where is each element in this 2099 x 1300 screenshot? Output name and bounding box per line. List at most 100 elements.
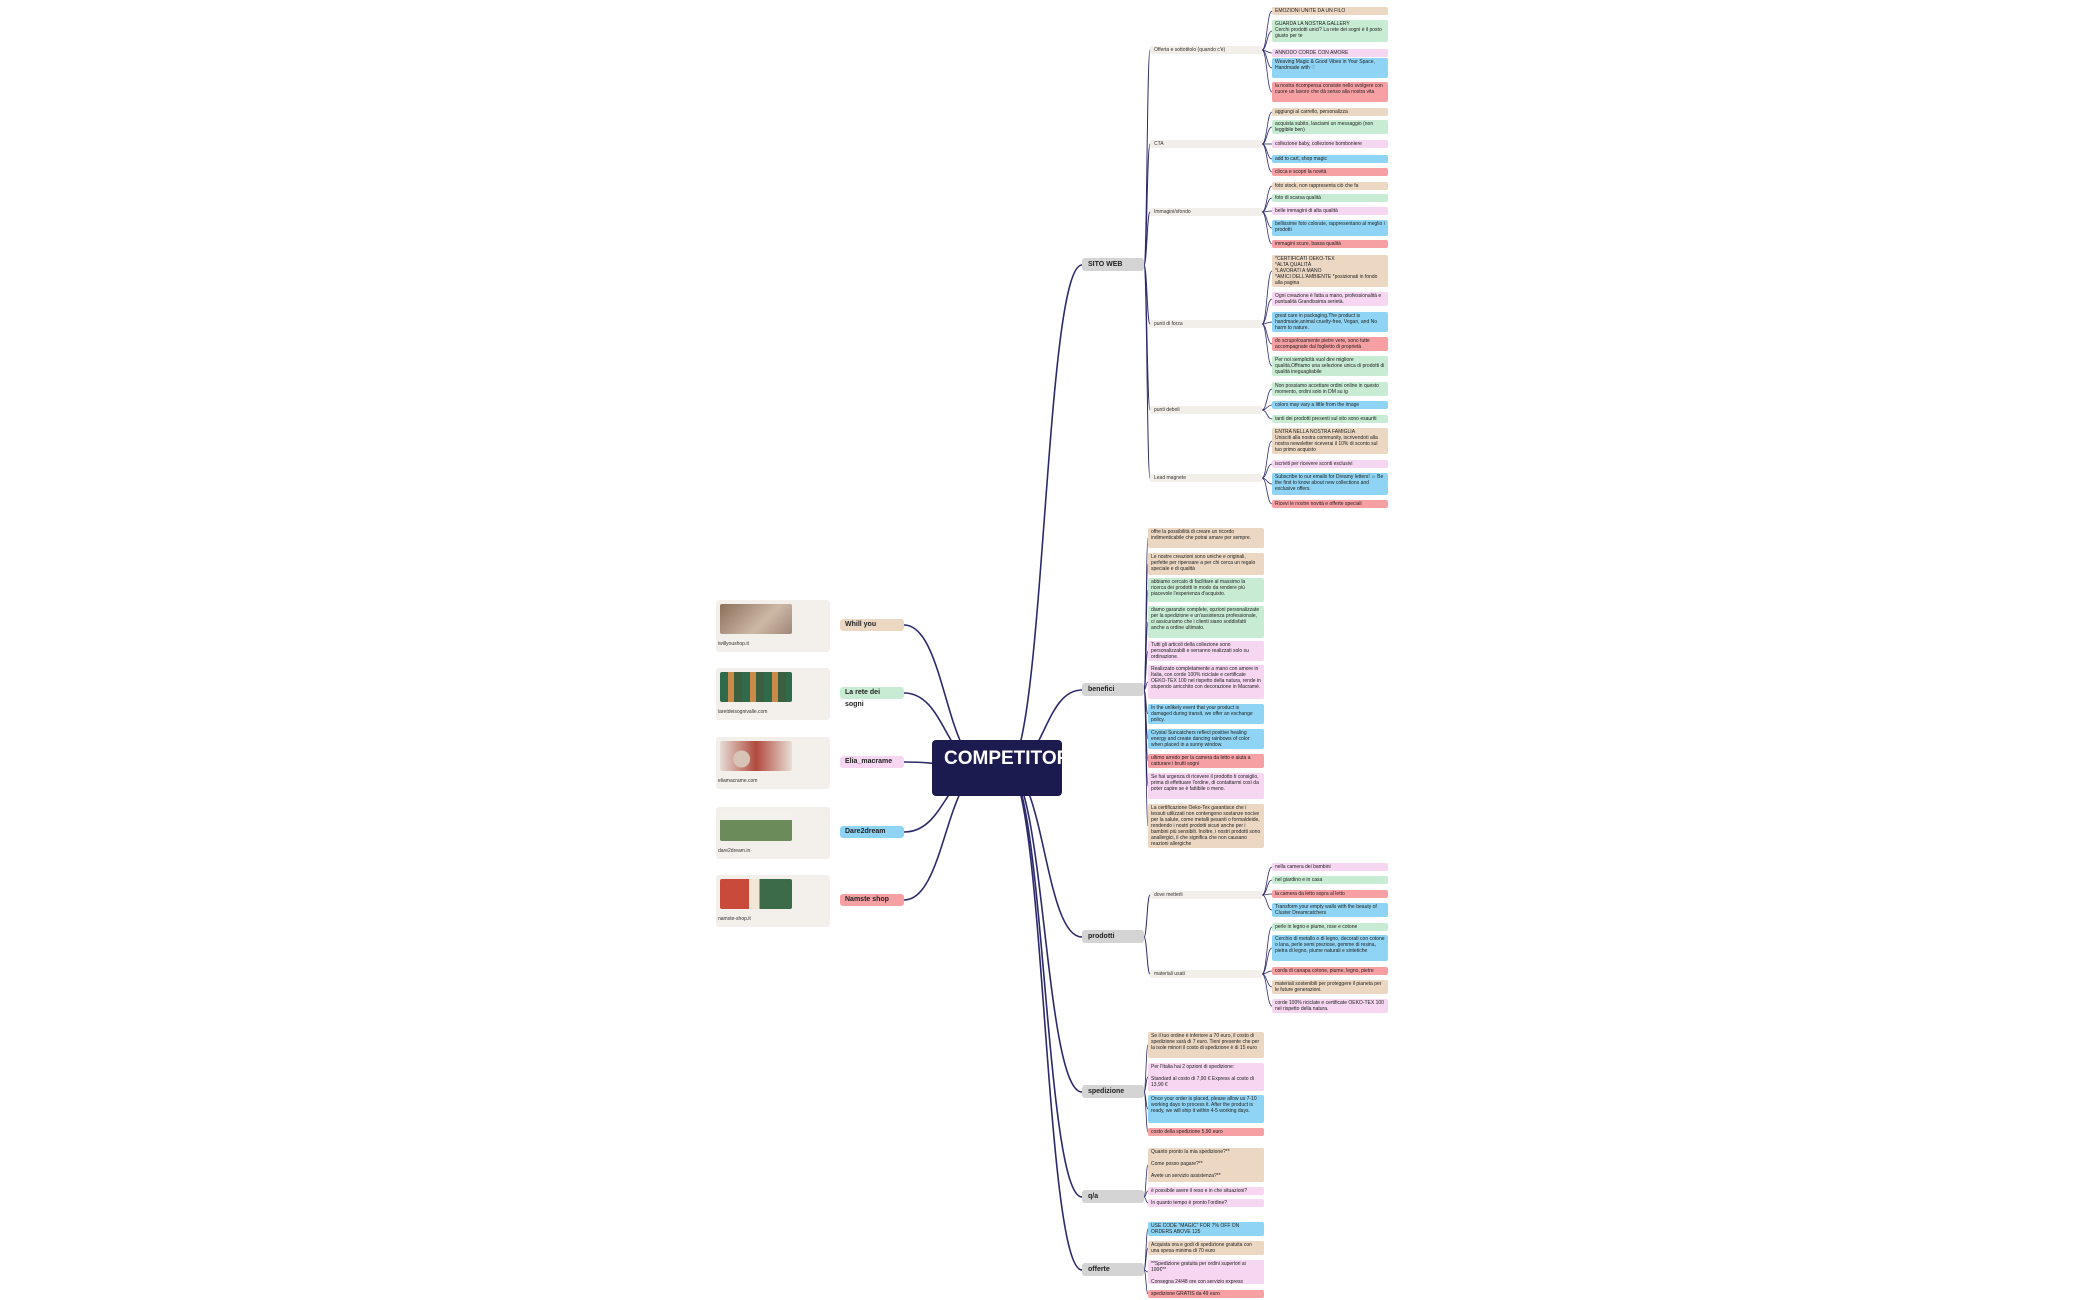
- leaf-note: ENTRA NELLA NOSTRA FAMIGLIA Unisciti all…: [1272, 428, 1388, 454]
- competitor-url[interactable]: eliamacrame.com: [718, 778, 758, 784]
- leaf-note: add to cart, shop magic: [1272, 155, 1388, 163]
- leaf-note: do scrupolosamente pietre vere, sono tut…: [1272, 337, 1388, 351]
- sub-topic: punti deboli: [1150, 406, 1262, 414]
- competitor-card: eliamacrame.com: [716, 737, 830, 789]
- leaf-note: *CERTIFICATI OEKO-TEX *ALTA QUALITÀ *LAV…: [1272, 255, 1388, 287]
- edge-sub-leaf: [1261, 270, 1273, 325]
- branch-prodotti: prodotti: [1082, 930, 1144, 943]
- edge-branch-sub: [1143, 894, 1151, 938]
- branch-sito-web: SITO WEB: [1082, 258, 1144, 271]
- leaf-note: In quanto tempo è pronto l'ordine?: [1148, 1199, 1264, 1207]
- leaf-note: clicca e scopri la novità: [1272, 168, 1388, 176]
- competitor-url[interactable]: dare2dream.in: [718, 848, 751, 854]
- edge-sub-leaf: [1261, 211, 1273, 245]
- website-screenshot: [720, 672, 792, 702]
- leaf-note: Tutti gli articoli della collezione sono…: [1148, 641, 1264, 661]
- website-screenshot: [720, 811, 792, 841]
- leaf-note: Realizzato completamente a mano con amor…: [1148, 665, 1264, 699]
- edge-sub-leaf: [1261, 894, 1273, 911]
- edge-sub-leaf: [1261, 323, 1273, 367]
- leaf-note: tanti dei prodotti presenti sul sito son…: [1272, 415, 1388, 423]
- leaf-note: corda di canapa cotone, piume, legno, pi…: [1272, 967, 1388, 975]
- sub-topic: Lead magnete: [1150, 474, 1262, 482]
- leaf-note: la nostra ricompensa consiste nello svol…: [1272, 82, 1388, 102]
- competitor-name: Elia_macrame: [840, 756, 904, 768]
- edge-branch-sub: [1143, 264, 1151, 325]
- edge-branch-sub: [1143, 264, 1151, 479]
- edge-sub-leaf: [1261, 10, 1273, 51]
- competitor-name: Dare2dream: [840, 826, 904, 838]
- edge-sub-leaf: [1261, 973, 1273, 1007]
- leaf-note: perle in legno e piume, rose e cotone: [1272, 923, 1388, 931]
- leaf-note: ANNODO CORDE CON AMORE: [1272, 49, 1388, 57]
- edge-sub-leaf: [1261, 111, 1273, 145]
- leaf-note: corde 100% riciclate e certificate OEKO-…: [1272, 999, 1388, 1013]
- edge-branch-leaf: [1143, 1044, 1149, 1093]
- leaf-note: Once your order is placed, please allow …: [1148, 1095, 1264, 1123]
- leaf-note: Crystal Suncatchers reflect positive hea…: [1148, 729, 1264, 749]
- leaf-note: collezione baby, collezione bomboniere: [1272, 140, 1388, 148]
- sub-topic: materiali usati: [1150, 970, 1262, 978]
- root-node: COMPETITORS: [932, 740, 1083, 796]
- website-screenshot: [720, 879, 792, 909]
- edge-sub-leaf: [1261, 49, 1273, 93]
- edge-sub-leaf: [1261, 477, 1273, 505]
- leaf-note: offre la possibilità di creare un ricord…: [1148, 528, 1264, 548]
- edge-branch-leaf: [1143, 1247, 1149, 1271]
- competitor-name: Whill you: [840, 619, 904, 631]
- leaf-note: immagini scure, bassa qualità: [1272, 240, 1388, 248]
- edge-branch-leaf: [1143, 1196, 1149, 1204]
- leaf-note: Transform your empty walls with the beau…: [1272, 903, 1388, 917]
- leaf-note: nella camera dei bambini: [1272, 863, 1388, 871]
- edge-branch-leaf: [1143, 650, 1149, 691]
- leaf-note: ultimo arredo per la camera da letto e a…: [1148, 754, 1264, 768]
- leaf-note: Se hai urgenza di ricevere il prodotto t…: [1148, 773, 1264, 799]
- competitor-url[interactable]: iwillyoushop.it: [718, 641, 749, 647]
- competitor-name: La rete dei sogni: [840, 687, 904, 708]
- leaf-note: Ricevi le nostre novità e offerte specia…: [1272, 500, 1388, 508]
- leaf-note: aggiungi al carrello, personalizza: [1272, 108, 1388, 116]
- edge-sub-leaf: [1261, 126, 1273, 145]
- competitor-card: iwillyoushop.it: [716, 600, 830, 652]
- edge-sub-leaf: [1261, 388, 1273, 411]
- leaf-note: Per noi semplicità vuol dire migliore qu…: [1272, 356, 1388, 376]
- leaf-note: great care in packaging.The product is h…: [1272, 312, 1388, 332]
- edge-sub-leaf: [1261, 879, 1273, 896]
- competitor-url[interactable]: laretdeisognivalle.com: [718, 709, 768, 715]
- sub-topic: CTA: [1150, 140, 1262, 148]
- leaf-note: diamo garanzie complete, opzioni persona…: [1148, 606, 1264, 638]
- competitor-card: laretdeisognivalle.com: [716, 668, 830, 720]
- competitor-url[interactable]: namste-shop.it: [718, 916, 751, 922]
- leaf-note: Per l'Italia hai 2 opzioni di spedizione…: [1148, 1063, 1264, 1091]
- leaf-note: USE CODE "MAGIC" FOR 7% OFF ON ORDERS AB…: [1148, 1222, 1264, 1236]
- leaf-note: la camera da letto sopra al letto: [1272, 890, 1388, 898]
- competitor-name: Namste shop: [840, 894, 904, 906]
- edge-sub-leaf: [1261, 440, 1273, 479]
- branch-spedizione: spedizione: [1082, 1085, 1144, 1098]
- leaf-note: abbiamo cercato di facilitare al massimo…: [1148, 578, 1264, 602]
- edge-sub-leaf: [1261, 30, 1273, 51]
- leaf-note: è possibile avere il reso e in che situa…: [1148, 1187, 1264, 1195]
- edge-branch-sub: [1143, 211, 1151, 266]
- leaf-note: Acquista ora e godi di spedizione gratui…: [1148, 1241, 1264, 1255]
- edge-branch-leaf: [1143, 681, 1149, 691]
- leaf-note: foto di scarsa qualità: [1272, 194, 1388, 202]
- leaf-note: Se il tuo ordine è inferiore a 70 euro, …: [1148, 1032, 1264, 1058]
- leaf-note: bellissime foto colorate, rappresentano …: [1272, 220, 1388, 236]
- edge-branch-leaf: [1143, 689, 1149, 827]
- edge-sub-leaf: [1261, 926, 1273, 975]
- leaf-note: acquista subito, lasciami un messaggio (…: [1272, 120, 1388, 134]
- branch-benefici: benefici: [1082, 683, 1144, 696]
- edge-branch-sub: [1143, 936, 1151, 975]
- competitor-card: namste-shop.it: [716, 875, 830, 927]
- competitor-card: dare2dream.in: [716, 807, 830, 859]
- leaf-note: Cerchio di metallo o di legno, decorati …: [1272, 935, 1388, 961]
- edge-sub-leaf: [1261, 298, 1273, 325]
- leaf-note: belle immagini di alta qualità: [1272, 207, 1388, 215]
- edge-sub-leaf: [1261, 323, 1273, 345]
- leaf-note: spedizione GRATIS da 49 euro: [1148, 1290, 1264, 1298]
- leaf-note: iscriviti per ricevere sconti esclusivi: [1272, 460, 1388, 468]
- leaf-note: Le nostre creazioni sono uniche e origin…: [1148, 553, 1264, 575]
- website-screenshot: [720, 604, 792, 634]
